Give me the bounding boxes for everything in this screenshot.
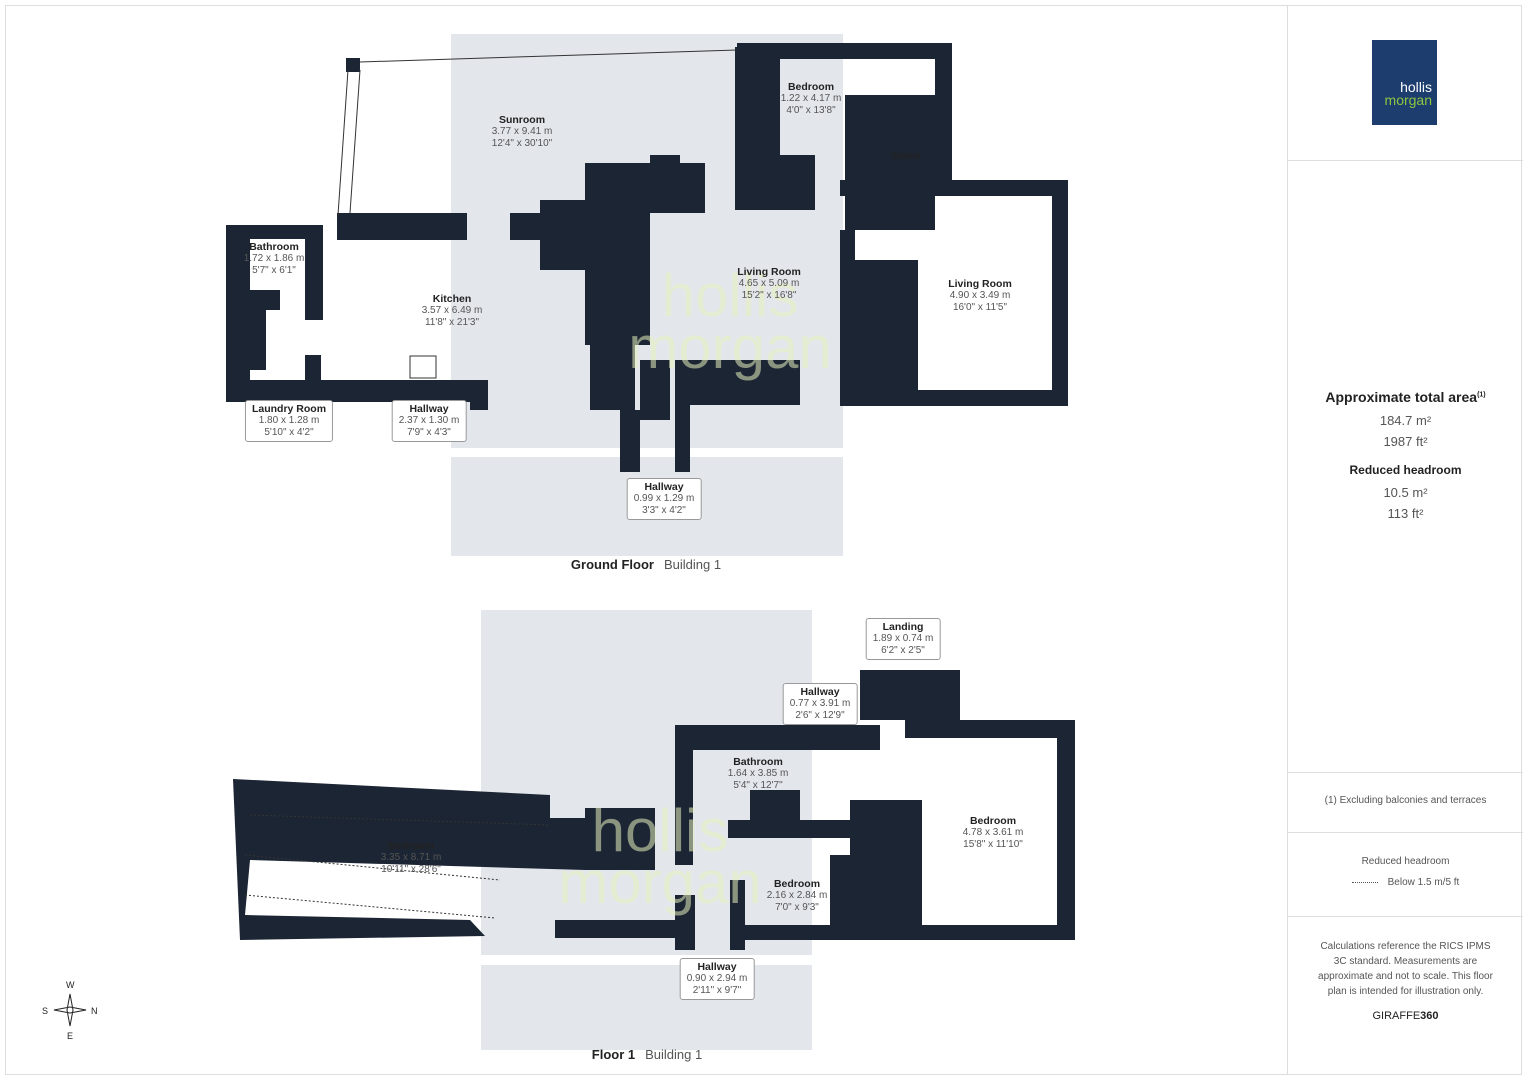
total-area-title: Approximate total area(1) <box>1325 389 1486 405</box>
legend-title: Reduced headroom <box>1361 856 1450 867</box>
legend: Reduced headroom Below 1.5 m/5 ft <box>1288 832 1523 916</box>
area-section: Approximate total area(1) 184.7 m² 1987 … <box>1288 160 1523 775</box>
giraffe360-brand: GIRAFFE360 <box>1372 1010 1439 1022</box>
footnote: (1) Excluding balconies and terraces <box>1288 772 1523 832</box>
disclaimer-section: Calculations reference the RICS IPMS 3C … <box>1288 916 1523 1075</box>
room-label-stairs: Stairs <box>891 150 921 162</box>
legend-item: Below 1.5 m/5 ft <box>1288 877 1523 888</box>
floor-plan-drawing <box>226 34 1075 1050</box>
reduced-area-ft2: 113 ft² <box>1387 506 1424 521</box>
reduced-headroom-title: Reduced headroom <box>1349 463 1462 477</box>
floor-1-walls <box>233 670 1075 950</box>
dotted-line-icon <box>1351 881 1378 883</box>
hollis-morgan-logo: hollis morgan <box>1372 40 1437 125</box>
reduced-headroom-lines <box>244 814 551 919</box>
total-area-ft2: 1987 ft² <box>1383 434 1428 449</box>
reduced-area-m2: 10.5 m² <box>1383 485 1428 500</box>
disclaimer: Calculations reference the RICS IPMS 3C … <box>1318 941 1493 997</box>
compass-icon: W S N E <box>42 980 98 1041</box>
total-area-m2: 184.7 m² <box>1379 413 1432 428</box>
ground-floor-walls <box>226 43 1068 472</box>
ground-floor-outline <box>337 49 738 379</box>
info-sidebar: hollis morgan Approximate total area(1) … <box>1287 5 1523 1075</box>
page-frame <box>5 5 1522 1075</box>
